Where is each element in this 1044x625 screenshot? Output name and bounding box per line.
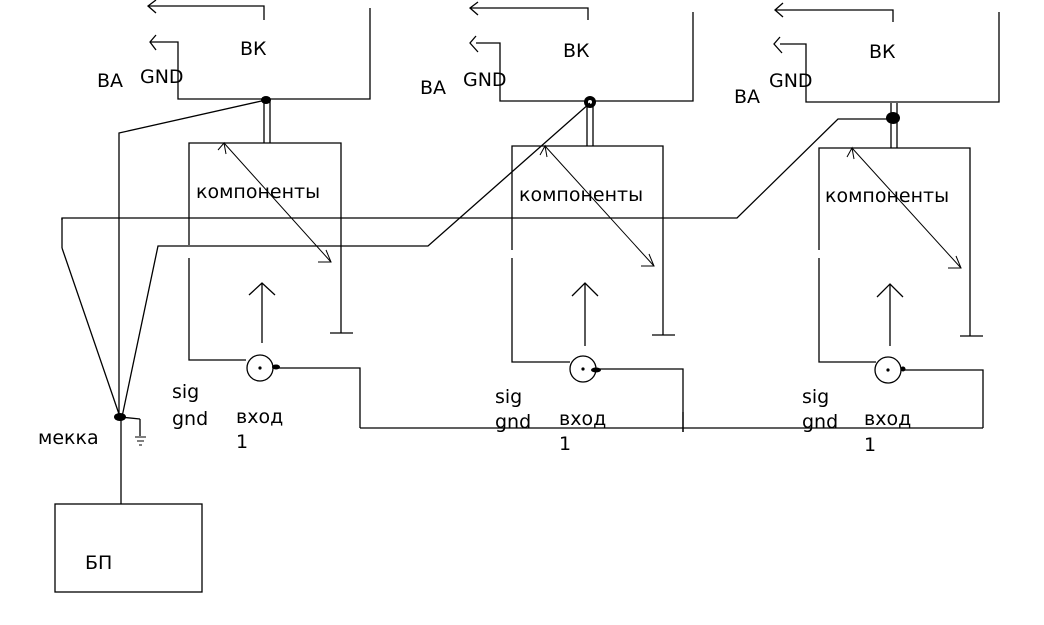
junction-dot-3 xyxy=(886,112,900,124)
sig-label-3: sig xyxy=(802,386,829,408)
bk-box-2 xyxy=(476,12,694,102)
psu-label: БП xyxy=(85,552,112,574)
input-label-2: вход xyxy=(559,408,606,430)
component-box-3 xyxy=(818,147,971,336)
gnd-label-3: GND xyxy=(769,70,813,92)
sig-label-1: sig xyxy=(172,381,199,403)
component-box-1 xyxy=(188,142,342,333)
input-number-2: 1 xyxy=(559,433,571,455)
bus-to-unit-2 xyxy=(121,102,591,418)
unit-3: ВК GND ВА компоненты sig gnd вход 1 xyxy=(734,2,1000,456)
components-label-3: компоненты xyxy=(825,185,949,207)
input-number-1: 1 xyxy=(236,431,248,453)
psu-box xyxy=(54,503,203,593)
bk-top-arrow-3 xyxy=(775,9,894,22)
gnd-arrowhead-1 xyxy=(149,34,157,51)
unit-2: ВК GND ВА компоненты sig gnd вход 1 xyxy=(420,1,694,455)
ba-label-2: ВА xyxy=(420,77,446,99)
bk-box-1 xyxy=(150,8,371,100)
bk-box-3 xyxy=(780,12,1000,103)
sig-label-2: sig xyxy=(495,386,522,408)
bk-top-arrow-2 xyxy=(470,7,589,20)
bk-top-arrowhead-1 xyxy=(146,0,157,14)
gnd-label-1: GND xyxy=(140,66,184,88)
input-label-3: вход xyxy=(864,408,911,430)
components-label-2: компоненты xyxy=(519,184,643,206)
bk-label-3: ВК xyxy=(869,41,896,63)
gnd-lower-label-2: gnd xyxy=(495,411,531,433)
gnd-lower-label-1: gnd xyxy=(172,408,208,430)
unit-1: ВК GND ВА компоненты sig gnd вход 1 xyxy=(97,0,371,453)
ba-label-3: ВА xyxy=(734,86,760,108)
component-box-2 xyxy=(511,145,664,335)
bk-top-arrow-1 xyxy=(148,5,265,20)
bus-to-unit-3 xyxy=(61,118,893,220)
bus-to-unit-1 xyxy=(118,99,267,417)
input-label-1: вход xyxy=(236,406,283,428)
ba-label-1: ВА xyxy=(97,70,123,92)
mekka-label: мекка xyxy=(38,427,99,449)
input-number-3: 1 xyxy=(864,434,876,456)
shared-wiring: мекка БП xyxy=(38,99,983,593)
gnd-label-2: GND xyxy=(463,69,507,91)
components-label-1: компоненты xyxy=(196,181,320,203)
bk-label-1: ВК xyxy=(240,38,267,60)
bk-label-2: ВК xyxy=(563,40,590,62)
gnd-lower-label-3: gnd xyxy=(802,411,838,433)
